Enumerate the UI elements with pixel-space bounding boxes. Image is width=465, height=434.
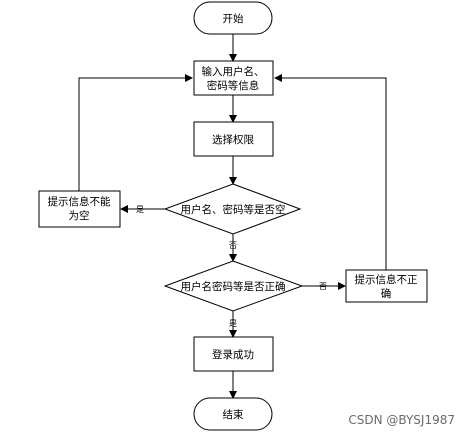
edge-label-correct-yes: 是 xyxy=(229,319,237,328)
start-node xyxy=(193,1,273,35)
select-permission-node xyxy=(193,121,274,157)
watermark: CSDN @BYSJ1987 xyxy=(348,413,455,427)
prompt-incorrect-label-line1: 提示信息不正 xyxy=(355,273,418,286)
correct-check-label: 用户名密码等是否正确 xyxy=(181,280,286,293)
empty-check-label: 用户名、密码等是否空 xyxy=(181,203,286,216)
edge-prompt-empty-back xyxy=(78,74,193,191)
correct-check-decision xyxy=(163,260,304,312)
end-label: 结束 xyxy=(223,408,244,421)
input-label-line2: 密码等信息 xyxy=(207,79,260,92)
prompt-incorrect-node xyxy=(345,269,428,303)
prompt-empty-node xyxy=(38,190,121,228)
prompt-empty-label-line1: 提示信息不能 xyxy=(48,195,111,208)
edge-prompt-incorrect-back xyxy=(274,74,387,270)
edge-label-correct-no: 否 xyxy=(319,282,327,291)
select-permission-label: 选择权限 xyxy=(212,133,254,146)
edge-label-empty-yes: 是 xyxy=(136,205,144,214)
login-success-label: 登录成功 xyxy=(212,348,254,361)
prompt-empty-label-line2: 为空 xyxy=(69,209,90,222)
empty-check-decision xyxy=(163,183,302,235)
prompt-incorrect-label-line2: 确 xyxy=(381,287,392,300)
connectors xyxy=(78,34,387,399)
end-node xyxy=(193,397,273,431)
input-label-line1: 输入用户名、 xyxy=(202,65,265,78)
login-success-node xyxy=(193,336,274,372)
edge-label-empty-no: 否 xyxy=(229,241,237,250)
start-label: 开始 xyxy=(223,12,244,25)
input-node xyxy=(193,60,274,96)
